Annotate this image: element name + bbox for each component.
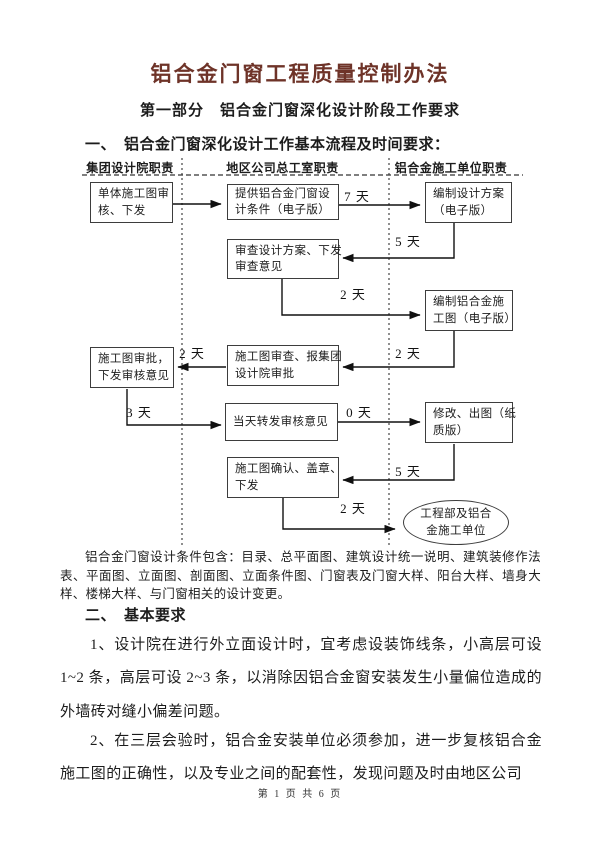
page-footer: 第 1 页 共 6 页 xyxy=(257,789,343,800)
flow-terminal-engineering-dept: 工程部及铝合 金施工单位 xyxy=(403,500,509,545)
duration-label-5d: 5 天 xyxy=(395,234,421,249)
flow-box-revise-print: 修改、出图（纸 质版） xyxy=(425,402,516,443)
duration-label-0d: 0 天 xyxy=(346,405,372,420)
paragraph-item-2: 2、在三层会验时，铝合金安装单位必须参加，进一步复核铝合金施工图的正确性，以及专… xyxy=(60,733,542,783)
duration-label-2d-approval: 2 天 xyxy=(179,346,205,361)
flow-box-prepare-scheme: 编制设计方案 （电子版） xyxy=(425,182,512,223)
flow-box-confirm-seal-issue: 施工图确认、盖章、 下发 xyxy=(227,457,342,498)
section-1-heading: 一、 铝合金门窗深化设计工作基本流程及时间要求： xyxy=(85,137,450,153)
page-title: 铝合金门窗工程质量控制办法 xyxy=(150,62,450,86)
flow-box-drawing-review-report: 施工图审查、报集团 设计院审批 xyxy=(227,345,342,386)
duration-label-2d-scheme: 2 天 xyxy=(340,287,366,302)
duration-label-5d-confirm: 5 天 xyxy=(395,464,421,479)
duration-label-2d-shop: 2 天 xyxy=(395,346,421,361)
paragraph-design-conditions: 铝合金门窗设计条件包含：目录、总平面图、建筑设计统一说明、建筑装修作法表、平面图… xyxy=(60,550,541,602)
flow-box-drawing-approval: 施工图审批， 下发审核意见 xyxy=(90,347,174,388)
flow-box-review-scheme: 审查设计方案、下发 审查意见 xyxy=(227,239,342,279)
flow-box-prepare-shop-drawing: 编制铝合金施 工图（电子版） xyxy=(425,290,516,331)
lane-header-construction-unit: 铝合金施工单位职责 xyxy=(394,161,508,175)
paragraph-item-1: 1、设计院在进行外立面设计时，宜考虑设装饰线条，小高层可设 1~2 条，高层可设… xyxy=(60,637,542,720)
duration-label-7d: 7 天 xyxy=(344,189,370,204)
flow-box-provide-conditions: 提供铝合金门窗设 计条件（电子版） xyxy=(227,184,339,220)
lane-header-design-institute: 集团设计院职责 xyxy=(86,161,174,175)
section-2-heading: 二、 基本要求 xyxy=(85,608,187,624)
lane-header-regional-office: 地区公司总工室职责 xyxy=(226,161,339,175)
flow-box-forward-comments: 当天转发审核意见 xyxy=(225,403,338,441)
duration-label-2d-issue: 2 天 xyxy=(340,501,366,516)
flow-box-unit-drawing-review: 单体施工图审 核、下发 xyxy=(90,182,173,223)
duration-label-3d: 3 天 xyxy=(126,405,152,420)
page-subtitle: 第一部分 铝合金门窗深化设计阶段工作要求 xyxy=(139,103,460,119)
